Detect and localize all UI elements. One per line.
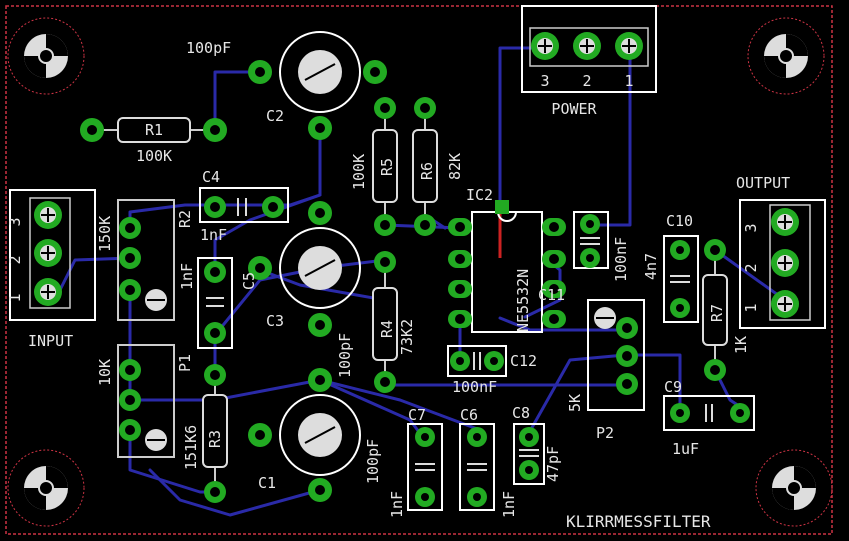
capacitor-c5: C5 1nF [178,257,258,349]
output-label: OUTPUT [736,174,790,192]
c9-value: 1uF [672,440,699,458]
traces [58,46,787,517]
power-pin-1: 1 [624,72,633,90]
capacitor-c8: C8 47pF [512,404,562,485]
p2-name: P2 [596,424,614,442]
ic-ic2: IC2 NE5532N [448,186,566,333]
input-terminal-pads [34,201,62,306]
resistor-r3: R3 151K6 [182,364,228,503]
input-connector: 3 2 1 INPUT [6,189,96,350]
resistor-r1: R1 100K [80,117,227,165]
r2-name: R2 [176,210,194,228]
capacitor-c10: C10 4n7 [642,212,699,323]
output-pin-1: 1 [742,303,760,312]
capacitor-c12: C12 100nF [447,345,537,396]
resistor-r4: R4 73K2 [372,251,416,393]
r6-name: R6 [418,162,436,180]
c11-value: 100nF [612,237,630,282]
power-pin-3: 3 [540,72,549,90]
capacitor-c1: C1 100pF [248,368,382,502]
capacitor-c11: C11 100nF [538,211,630,304]
trimmer-r2: R2 150K [96,199,194,321]
c7-name: C7 [408,406,426,424]
c10-name: C10 [666,212,693,230]
input-label: INPUT [28,332,73,350]
output-connector: 3 2 1 OUTPUT [736,174,826,329]
capacitor-c7: C7 1nF [388,406,443,518]
input-pin-2: 2 [6,255,24,264]
c1-name: C1 [258,474,276,492]
c11-name: C11 [538,286,565,304]
board-title: KLIRRMESSFILTER [566,512,711,531]
c12-name: C12 [510,352,537,370]
mounting-hole-top-right [747,17,825,95]
ic2-value: NE5532N [514,269,532,332]
r1-name: R1 [145,121,163,139]
capacitor-c3: C3 100pF [248,201,361,378]
trimmer-p1: P1 10K [96,344,194,458]
r6-value: 82K [446,153,464,180]
r2-value: 150K [96,216,114,252]
power-pin-2: 2 [582,72,591,90]
c4-name: C4 [202,168,220,186]
resistor-r6: R6 82K [412,97,464,236]
c12-value: 100nF [452,378,497,396]
r7-name: R7 [708,304,726,322]
r7-value: 1K [732,336,750,354]
c6-value: 1nF [500,491,518,518]
capacitor-c4: C4 1nF [199,168,289,244]
capacitor-c2: 100pF C2 [186,31,387,140]
c3-name: C3 [266,312,284,330]
r3-value: 151K6 [182,425,200,470]
r4-value: 73K2 [398,319,416,355]
output-pin-3: 3 [742,223,760,232]
input-pin-1: 1 [6,293,24,302]
r5-value: 100K [350,154,368,190]
resistor-r5: R5 100K [350,97,398,236]
c10-value: 4n7 [642,253,660,280]
r3-name: R3 [206,430,224,448]
power-connector: 3 2 1 POWER [521,5,657,118]
c8-name: C8 [512,404,530,422]
p1-name: P1 [176,354,194,372]
p2-value: 5K [566,394,584,412]
r5-name: R5 [378,158,396,176]
c5-name: C5 [240,272,258,290]
resistor-r7: R7 1K [702,239,750,381]
c2-name: C2 [266,107,284,125]
input-pin-3: 3 [6,217,24,226]
c5-value: 1nF [178,263,196,290]
p1-value: 10K [96,359,114,386]
r4-name: R4 [378,320,396,338]
capacitor-c9: C9 1uF [663,378,755,458]
c4-value: 1nF [200,226,227,244]
r1-value: 100K [136,147,172,165]
output-pin-2: 2 [742,263,760,272]
c8-value: 47pF [544,446,562,482]
c6-name: C6 [460,406,478,424]
ic2-name: IC2 [466,186,493,204]
c7-value: 1nF [388,491,406,518]
mounting-hole-bottom-left [7,449,85,527]
c2-value: 100pF [186,39,231,57]
c9-name: C9 [664,378,682,396]
capacitor-c6: C6 1nF [459,406,518,518]
c1-value: 100pF [364,439,382,484]
board-outline [5,5,833,535]
mounting-hole-top-left [7,17,85,95]
c3-value: 100pF [336,333,354,378]
trimmer-p2: P2 5K [566,299,645,442]
power-label: POWER [551,100,597,118]
mounting-hole-bottom-right [755,449,833,527]
